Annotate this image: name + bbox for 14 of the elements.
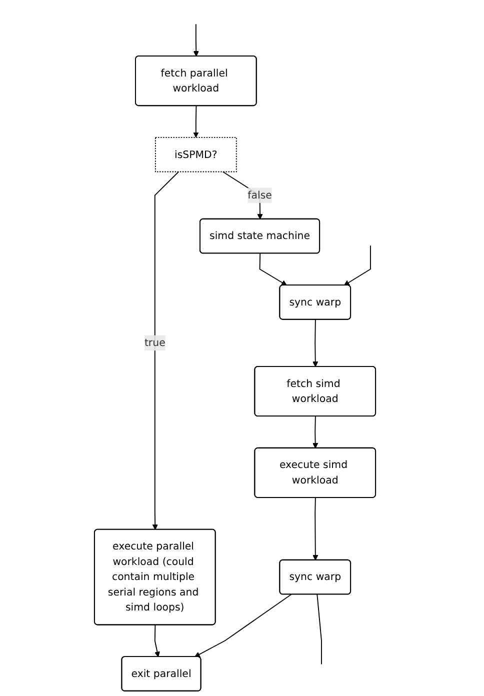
arrow [193,24,199,57]
arrow [312,497,318,560]
arrow [154,624,160,658]
arrow [194,594,292,658]
arrow [259,253,287,286]
arrow [312,416,318,448]
arrow [312,319,318,368]
arrow [193,105,199,138]
node-box: isSPMD? [154,136,237,172]
arrow [344,245,371,286]
connector [316,594,322,665]
edge-label: false [248,188,272,202]
arrow [152,171,180,530]
edge-label: true [144,336,166,349]
